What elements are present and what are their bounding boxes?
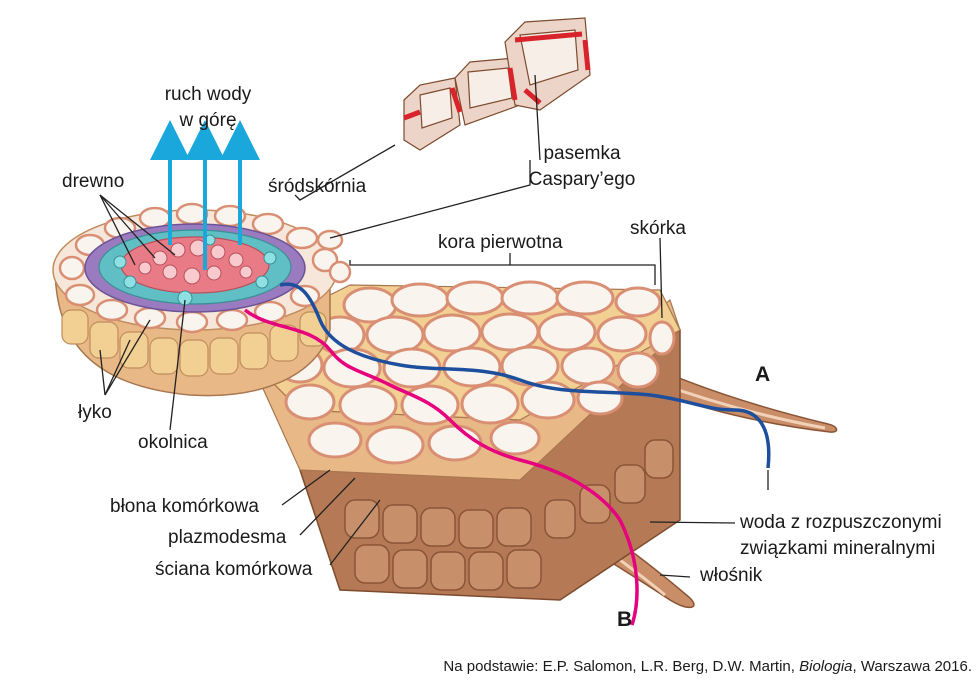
- label-plasmodesma: plazmodesma: [168, 527, 287, 548]
- caption-title: Biologia: [799, 658, 853, 675]
- cortex-cells: [276, 280, 676, 465]
- label-water-up: ruch wody w górę: [148, 82, 268, 134]
- label-path-b: B: [617, 608, 633, 631]
- caption-prefix: Na podstawie: E.P. Salomon, L.R. Berg, D…: [443, 658, 800, 675]
- stele-cylinder: [52, 202, 352, 397]
- label-casparian-line2: Caspary’ego: [528, 169, 636, 190]
- source-caption: Na podstawie: E.P. Salomon, L.R. Berg, D…: [443, 658, 972, 675]
- label-xylem: drewno: [62, 171, 125, 192]
- label-endodermis: śródskórnia: [268, 176, 367, 197]
- label-cortex: kora pierwotna: [438, 232, 563, 253]
- label-cell-membrane: błona komórkowa: [110, 496, 259, 517]
- leader-lines: [99, 74, 769, 578]
- label-water-up-line2: w górę: [179, 110, 237, 131]
- label-casparian-strips: pasemka Caspary’ego: [512, 141, 652, 193]
- label-path-a: A: [755, 363, 771, 386]
- epidermis-side-cells: [344, 439, 674, 591]
- casparian-strip-cells: [403, 17, 591, 151]
- label-water-minerals: woda z rozpuszczonymi związkami mineraln…: [740, 510, 942, 562]
- label-water-minerals-line1: woda z rozpuszczonymi: [740, 512, 942, 533]
- label-water-up-line1: ruch wody: [164, 84, 252, 105]
- label-water-minerals-line2: związkami mineralnymi: [740, 538, 936, 559]
- caption-suffix: , Warszawa 2016.: [852, 658, 973, 675]
- label-epidermis: skórka: [630, 218, 686, 239]
- water-up-arrows: [150, 120, 260, 270]
- label-cell-wall: ściana komórkowa: [155, 559, 313, 580]
- path-b-symplast: [243, 308, 639, 626]
- label-root-hair: włośnik: [700, 565, 763, 586]
- path-a-apoplast: [279, 282, 771, 469]
- label-casparian-line1: pasemka: [543, 143, 621, 164]
- label-phloem: łyko: [78, 402, 112, 423]
- label-pericycle: okolnica: [138, 432, 208, 453]
